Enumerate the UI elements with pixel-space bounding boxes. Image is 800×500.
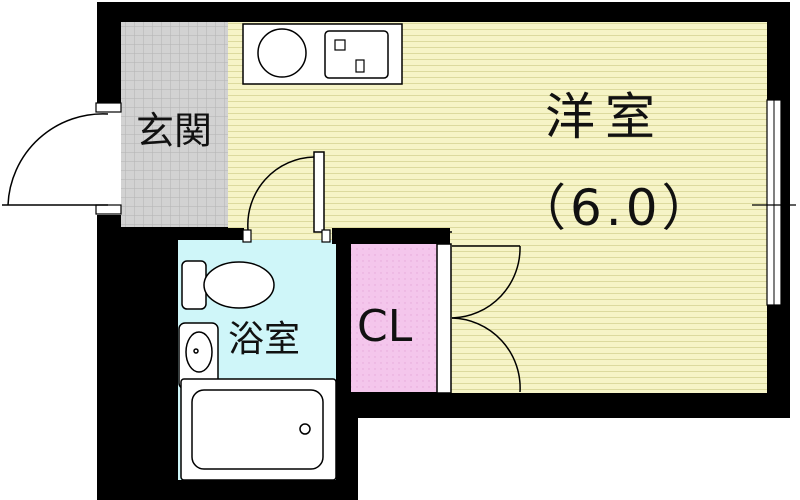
washbasin-icon	[178, 322, 219, 390]
closet-floor	[351, 244, 437, 392]
partition-hall-west	[121, 228, 178, 480]
partition-bath-top	[178, 228, 244, 240]
stove-icon	[257, 28, 307, 78]
bathroom-label: 浴室	[228, 319, 301, 360]
entrance-label: 玄関	[136, 109, 213, 153]
partition-closet-bottom	[336, 392, 450, 418]
kitchen-counter	[242, 23, 403, 85]
western-room-name: 洋室	[545, 88, 665, 146]
bathroom-door	[242, 151, 331, 243]
window-icon	[752, 99, 796, 306]
partition-bath-top-right	[332, 228, 450, 244]
bathtub-icon	[180, 378, 337, 481]
partition-bath-closet	[336, 240, 351, 418]
western-room-size: （6.0）	[516, 179, 716, 237]
entrance-door-opening	[97, 105, 121, 215]
entrance-floor	[121, 22, 228, 227]
closet-label: CL	[357, 301, 413, 352]
toilet-icon	[181, 260, 275, 310]
door-swing-icon	[2, 113, 109, 206]
closet-double-door	[436, 231, 521, 394]
